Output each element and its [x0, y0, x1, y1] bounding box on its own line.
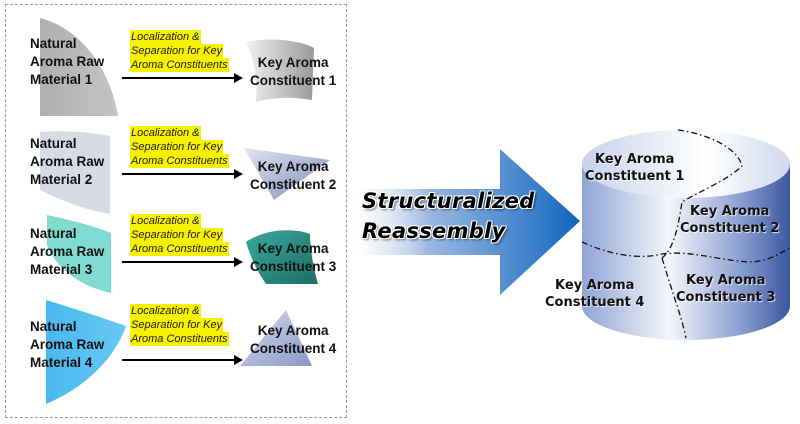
arrow-2	[122, 173, 234, 175]
divider-2	[581, 241, 791, 263]
key-constituent-4-label: Key Aroma Constituent 4	[250, 323, 337, 356]
raw-material-3-shape	[47, 215, 111, 293]
arrow-3-head	[234, 257, 243, 267]
raw-material-4-label: Natural Aroma Raw Material 4	[30, 319, 105, 370]
raw-material-1-shape	[40, 18, 118, 116]
key-constituent-1-shape	[246, 39, 314, 102]
row-4: Natural Aroma Raw Material 4 Localizatio…	[0, 300, 360, 404]
process-label-4: Localization & Separation for Key Aroma …	[130, 304, 229, 346]
row-3: Natural Aroma Raw Material 3 Localizatio…	[0, 210, 360, 310]
raw-material-1-label: Natural Aroma Raw Material 1	[30, 36, 105, 87]
arrow-1	[122, 77, 234, 79]
cylinder-constituent-1: Key Aroma Constituent 1	[585, 152, 685, 184]
arrow-4	[122, 359, 234, 361]
key-constituent-3-shape	[246, 230, 318, 284]
raw-materials-group	[5, 4, 347, 418]
arrow-4-head	[234, 355, 243, 365]
arrow-1-head	[234, 73, 243, 83]
reassembly-label: Structuralized Reassembly	[362, 189, 535, 243]
divider-3	[661, 257, 687, 339]
raw-material-2-shape	[40, 131, 110, 214]
reassembly-arrow	[348, 149, 580, 295]
reassembled-cylinder	[581, 129, 791, 340]
cylinder-constituent-4: Key Aroma Constituent 4	[545, 278, 645, 310]
cylinder-constituent-2: Key Aroma Constituent 2	[680, 204, 780, 236]
process-label-2: Localization & Separation for Key Aroma …	[130, 126, 229, 168]
row-1: Natural Aroma Raw Material 1 Localizatio…	[0, 0, 360, 116]
arrow-2-head	[234, 169, 243, 179]
key-constituent-2-shape	[244, 148, 330, 200]
raw-material-3-label: Natural Aroma Raw Material 3	[30, 226, 105, 277]
key-constituent-3-label: Key Aroma Constituent 3	[250, 241, 337, 274]
row-2: Natural Aroma Raw Material 2 Localizatio…	[0, 110, 360, 214]
raw-material-2-label: Natural Aroma Raw Material 2	[30, 136, 105, 187]
key-constituent-1-label: Key Aroma Constituent 1	[250, 55, 337, 88]
process-label-3: Localization & Separation for Key Aroma …	[130, 214, 229, 256]
process-label-1: Localization & Separation for Key Aroma …	[130, 30, 229, 72]
key-constituent-4-shape	[240, 310, 312, 366]
arrow-3	[122, 261, 234, 263]
raw-material-4-shape	[46, 300, 126, 404]
divider-1	[661, 129, 743, 259]
key-constituent-2-label: Key Aroma Constituent 2	[250, 159, 337, 192]
cylinder-constituent-3: Key Aroma Constituent 3	[676, 273, 776, 305]
